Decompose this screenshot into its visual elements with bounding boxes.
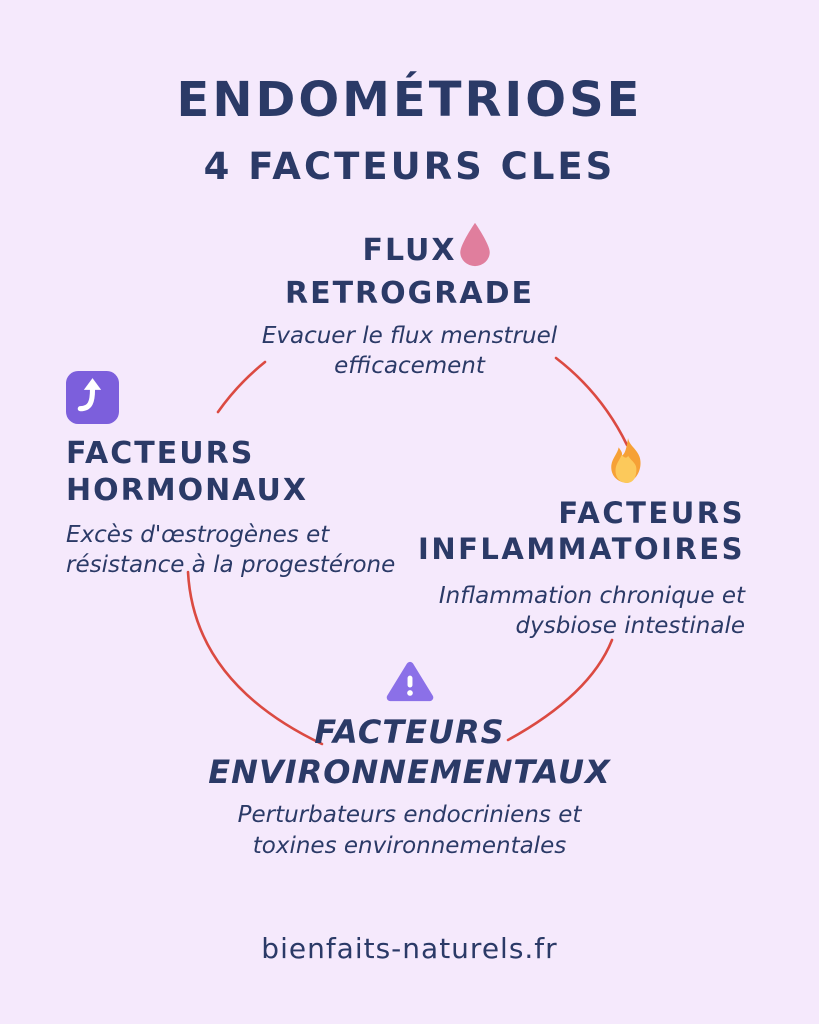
factor-hormonal-description-line2: résistance à la progestérone — [66, 552, 396, 578]
factor-inflammatory-title-line1: FACTEURS — [558, 496, 745, 530]
factor-environmental-description-line2: toxines environnementales — [252, 833, 567, 859]
factor-inflammatory-description-line1: Inflammation chronique et — [438, 583, 745, 609]
droplet-icon — [456, 221, 494, 267]
factor-hormonal-title: FACTEURS HORMONAUX — [66, 435, 308, 509]
website-url: bienfaits-naturels.fr — [261, 932, 558, 965]
factor-environmental-description: Perturbateurs endocriniens et toxines en… — [238, 800, 582, 862]
factor-flux-description: Evacuer le flux menstruel efficacement — [262, 321, 557, 381]
factor-flux-retrograde: FLUX RETROGRADE Evacuer le flux menstrue… — [0, 222, 819, 381]
factor-hormonal-title-line1: FACTEURS — [66, 436, 255, 471]
page-title: ENDOMÉTRIOSE — [176, 72, 643, 128]
warning-triangle-icon — [386, 661, 434, 703]
factor-hormonal-description: Excès d'œstrogènes et résistance à la pr… — [66, 520, 395, 580]
page-subtitle: 4 FACTEURS CLES — [203, 145, 616, 188]
factor-hormonal-description-line1: Excès d'œstrogènes et — [66, 522, 330, 548]
factor-inflammatory: FACTEURS INFLAMMATOIRES Inflammation chr… — [418, 438, 745, 641]
factor-environmental-title-line1: FACTEURS — [314, 713, 505, 751]
factor-inflammatory-title: FACTEURS INFLAMMATOIRES — [418, 495, 745, 567]
factor-flux-description-line1: Evacuer le flux menstruel — [261, 323, 558, 349]
factor-flux-title-line2: RETROGRADE — [285, 276, 534, 311]
factor-hormonal: FACTEURS HORMONAUX Excès d'œstrogènes et… — [66, 371, 395, 580]
curved-up-arrow-icon — [66, 371, 119, 424]
factor-environmental: FACTEURS ENVIRONNEMENTAUX Perturbateurs … — [0, 661, 819, 862]
factor-inflammatory-title-line2: INFLAMMATOIRES — [418, 532, 745, 566]
factor-environmental-title-line2: ENVIRONNEMENTAUX — [208, 753, 611, 791]
factor-environmental-title: FACTEURS ENVIRONNEMENTAUX — [208, 712, 610, 792]
factor-flux-description-line2: efficacement — [334, 353, 485, 379]
fire-icon — [604, 438, 650, 488]
factor-flux-title-row: FLUX — [362, 222, 490, 270]
factor-inflammatory-description-line2: dysbiose intestinale — [515, 613, 745, 639]
factor-flux-title-line1: FLUX — [362, 232, 457, 268]
factor-environmental-description-line1: Perturbateurs endocriniens et — [237, 802, 582, 828]
factor-hormonal-title-line2: HORMONAUX — [66, 473, 308, 508]
factor-inflammatory-description: Inflammation chronique et dysbiose intes… — [439, 581, 745, 641]
